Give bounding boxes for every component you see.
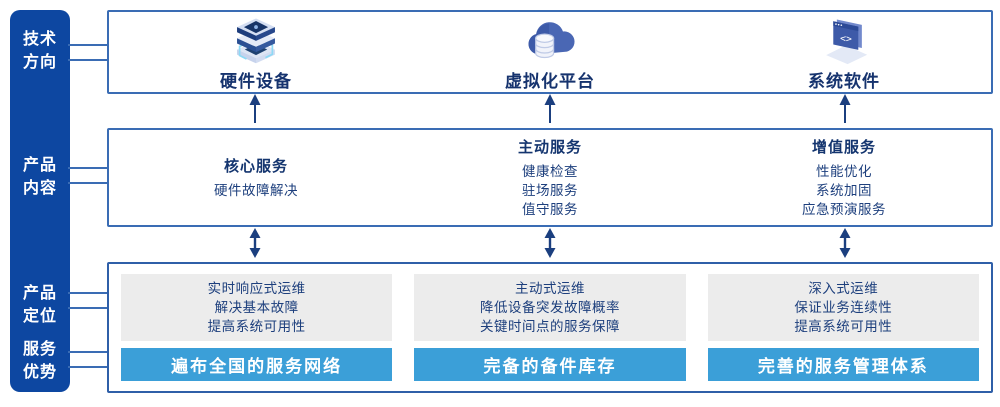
tech-item-label: 虚拟化平台 [505, 71, 595, 91]
connector-line [68, 44, 108, 46]
sidebar-label-product-positioning: 产品定位 [22, 285, 57, 326]
service-column-item: 健康检查 [522, 164, 578, 179]
tech-item-label: 硬件设备 [220, 71, 292, 91]
service-column-title: 主动服务 [517, 139, 582, 156]
bottom-column-indepth: 深入式运维 保证业务连续性 提高系统可用性 完善的服务管理体系 [707, 274, 979, 381]
positioning-line: 解决基本故障 [214, 300, 299, 315]
positioning-box: 主动式运维 降低设备突发故障概率 关键时间点的服务保障 [414, 274, 686, 341]
tech-item-system-software: <> 系统软件 [697, 12, 991, 92]
code-window-icon: <> [815, 15, 873, 65]
tech-direction-panel: 硬件设备 虚拟化平台 [107, 10, 993, 94]
tech-item-label: 系统软件 [808, 71, 880, 91]
service-column-item: 值守服务 [522, 202, 578, 217]
connector-line [68, 182, 108, 184]
service-column-title: 增值服务 [811, 139, 876, 156]
positioning-line: 保证业务连续性 [794, 300, 893, 315]
positioning-line: 深入式运维 [808, 281, 879, 296]
service-column-value-added: 增值服务 性能优化 系统加固 应急预演服务 [697, 130, 991, 225]
positioning-advantage-panel: 实时响应式运维 解决基本故障 提高系统可用性 遍布全国的服务网络 主动式运维 降… [107, 262, 993, 393]
tech-item-hardware: 硬件设备 [109, 12, 403, 92]
product-content-panel: 核心服务 硬件故障解决 主动服务 健康检查 驻场服务 值守服务 增值服务 性能优… [107, 128, 993, 227]
bottom-column-realtime: 实时响应式运维 解决基本故障 提高系统可用性 遍布全国的服务网络 [121, 274, 393, 381]
up-arrow-icon [838, 94, 852, 129]
advantage-bar: 完善的服务管理体系 [707, 348, 979, 381]
arrow-row-top [107, 94, 993, 129]
double-arrow-icon [543, 227, 557, 263]
advantage-bar: 遍布全国的服务网络 [121, 348, 393, 381]
double-arrow-icon [248, 227, 262, 263]
positioning-box: 实时响应式运维 解决基本故障 提高系统可用性 [121, 274, 393, 341]
sidebar-label-service-advantage: 服务优势 [22, 341, 57, 382]
double-arrow-icon [838, 227, 852, 263]
connector-line [68, 167, 108, 169]
up-arrow-icon [543, 94, 557, 129]
service-column-active: 主动服务 健康检查 驻场服务 值守服务 [403, 130, 697, 225]
sidebar-label-product-content: 产品内容 [22, 157, 57, 198]
connector-line [68, 351, 108, 353]
positioning-line: 提高系统可用性 [794, 319, 893, 334]
connector-line [68, 59, 108, 61]
service-column-item: 应急预演服务 [802, 202, 886, 217]
service-column-item: 驻场服务 [522, 183, 578, 198]
service-column-title: 核心服务 [223, 158, 288, 175]
positioning-line: 降低设备突发故障概率 [479, 300, 620, 315]
positioning-line: 主动式运维 [514, 281, 585, 296]
category-sidebar: 技术方向 产品内容 产品定位 服务优势 [10, 10, 70, 392]
bottom-column-proactive: 主动式运维 降低设备突发故障概率 关键时间点的服务保障 完备的备件库存 [414, 274, 686, 381]
svg-text:<>: <> [840, 33, 853, 45]
service-column-item: 硬件故障解决 [214, 183, 298, 198]
up-arrow-icon [248, 94, 262, 129]
positioning-line: 提高系统可用性 [207, 319, 306, 334]
positioning-box: 深入式运维 保证业务连续性 提高系统可用性 [707, 274, 979, 341]
server-stack-icon [227, 15, 285, 65]
advantage-bar: 完备的备件库存 [414, 348, 686, 381]
cloud-database-icon [521, 15, 579, 65]
connector-line [68, 307, 108, 309]
sidebar-label-tech-direction: 技术方向 [22, 31, 57, 72]
tech-item-virtualization: 虚拟化平台 [403, 12, 697, 92]
positioning-line: 关键时间点的服务保障 [479, 319, 620, 334]
positioning-line: 实时响应式运维 [207, 281, 306, 296]
connector-line [68, 366, 108, 368]
service-column-item: 性能优化 [816, 164, 872, 179]
service-column-core: 核心服务 硬件故障解决 [109, 130, 403, 225]
service-column-item: 系统加固 [816, 183, 872, 198]
arrow-row-bottom [107, 227, 993, 263]
connector-line [68, 292, 108, 294]
